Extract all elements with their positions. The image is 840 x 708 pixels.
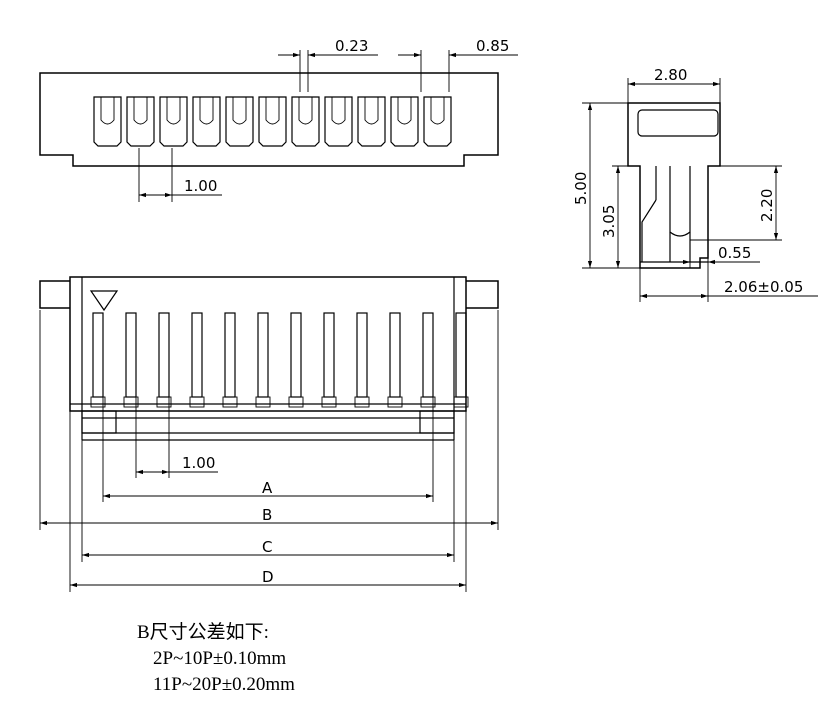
top-view: 0.23 0.85 1.00 [39,37,518,202]
dim-side-2-80: 2.80 [654,66,687,84]
side-view: 2.80 5.00 3.05 2.20 0.55 2.06±0.05 [572,66,818,302]
top-slot [258,96,287,147]
top-slot [324,96,353,147]
top-slot [93,96,122,147]
dim-label-b: B [262,506,272,524]
dim-side-3-05: 3.05 [600,205,618,238]
front-view: 1.00 A B C D [39,276,499,592]
front-pin [354,312,370,408]
dim-side-2-20: 2.20 [758,189,776,222]
front-view-flange [39,280,499,309]
dim-side-0-55: 0.55 [718,244,751,262]
tolerance-note-title: B尺寸公差如下: [137,622,269,643]
tolerance-note-line2: 11P~20P±0.20mm [153,674,295,695]
front-pin [222,312,238,408]
dim-label-c: C [262,538,272,556]
dim-label-d: D [262,568,274,586]
dim-side-5-00: 5.00 [572,172,590,205]
front-pin [387,312,403,408]
top-slot [423,96,452,147]
dim-top-1-00: 1.00 [184,177,217,195]
front-pin [255,312,271,408]
top-view-outline [39,72,499,167]
front-pin [321,312,337,408]
top-slot [390,96,419,147]
dim-top-0-23: 0.23 [335,37,368,55]
top-slot [159,96,188,147]
front-pin [90,312,106,408]
top-slot [291,96,320,147]
front-pin [123,312,139,408]
dim-label-a: A [262,479,273,497]
front-view-pins [90,312,469,408]
top-slot [126,96,155,147]
front-pin [156,312,172,408]
front-pin [420,312,436,408]
dim-top-0-85: 0.85 [476,37,509,55]
top-view-slots [93,96,452,147]
top-slot [357,96,386,147]
side-view-window [637,109,719,137]
front-pin [453,312,469,408]
dim-front-1-00: 1.00 [182,454,215,472]
front-pin [189,312,205,408]
front-pin [288,312,304,408]
pin1-triangle-icon [89,290,119,312]
dim-side-2-06: 2.06±0.05 [724,278,803,296]
top-slot [192,96,221,147]
tolerance-note-line1: 2P~10P±0.10mm [153,648,287,669]
top-slot [225,96,254,147]
